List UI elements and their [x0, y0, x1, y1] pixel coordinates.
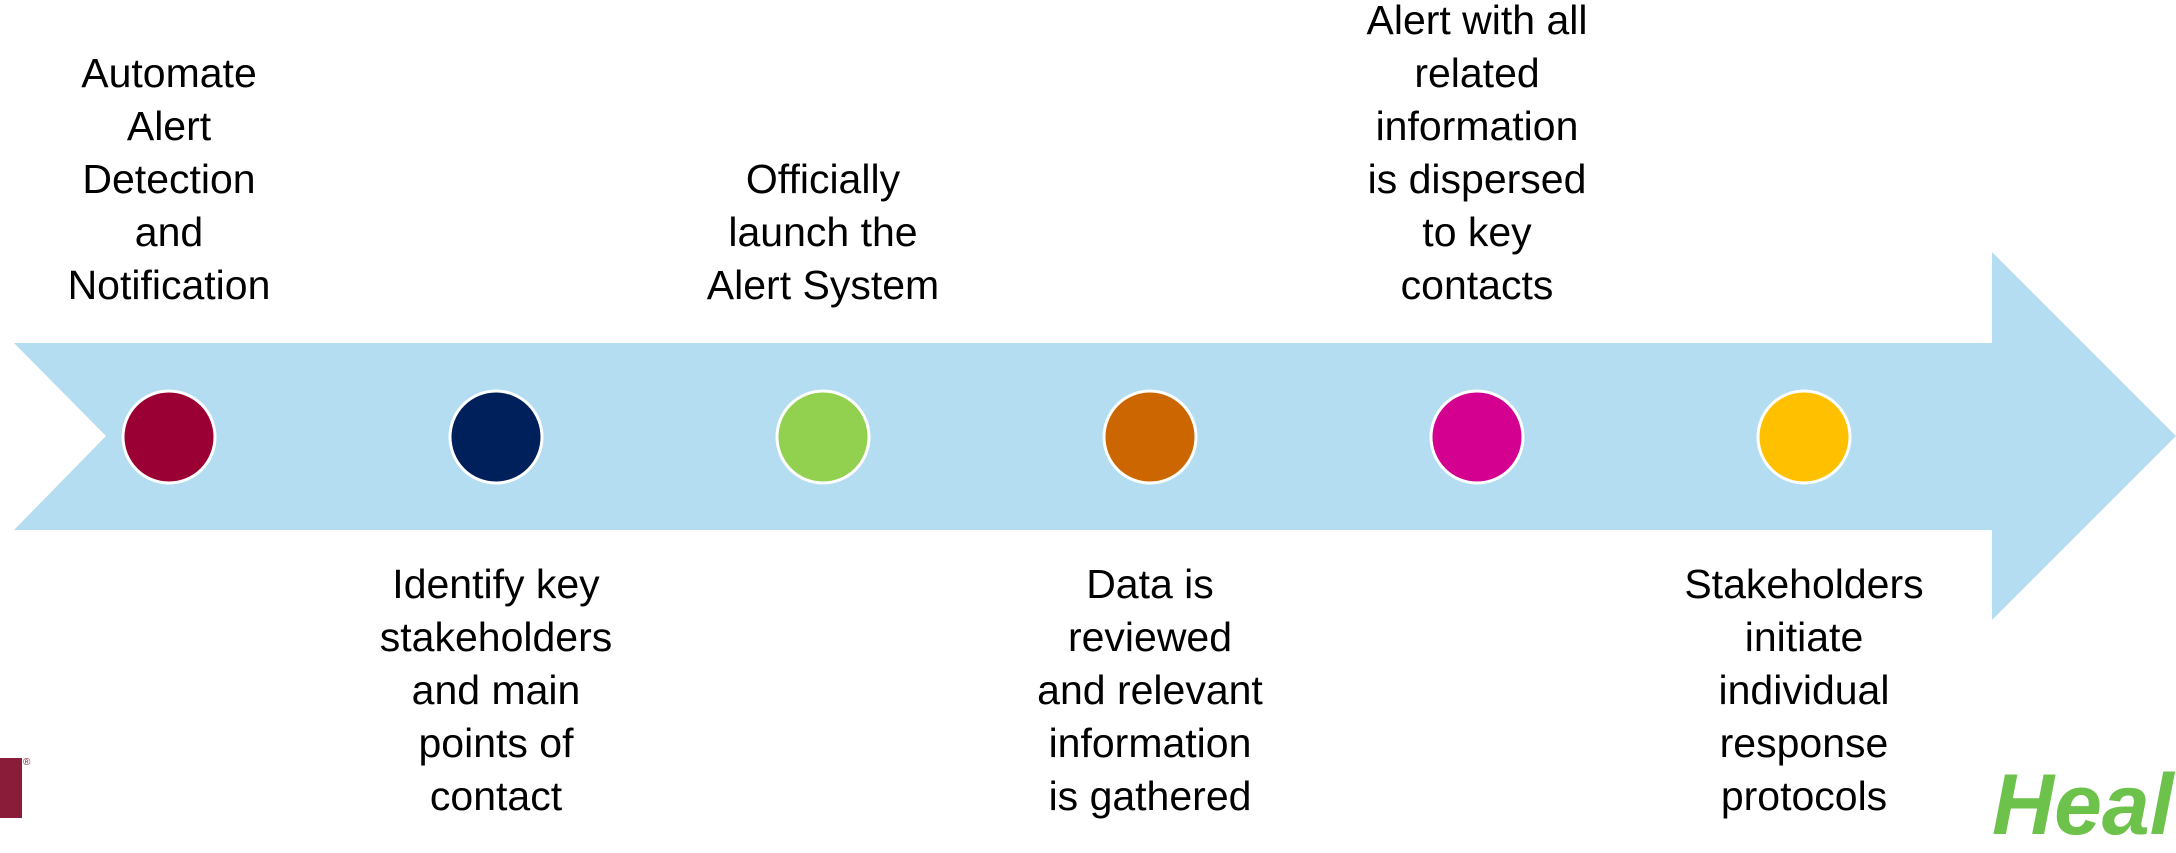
step-label-5: Alert with all related information is di… — [1366, 0, 1588, 308]
registered-mark: ® — [23, 757, 31, 768]
timeline-diagram — [14, 252, 2176, 620]
left-logo-mark — [0, 758, 22, 818]
step-label-3: Officially launch the Alert System — [706, 156, 940, 308]
milestone-group — [121, 389, 1852, 485]
step-label-2: Identify key stakeholders and main point… — [379, 561, 613, 819]
milestone-circle-2 — [448, 389, 544, 485]
step-label-1: Automate Alert Detection and Notificatio… — [67, 50, 271, 308]
milestone-circle-1 — [121, 389, 217, 485]
milestone-circle-5 — [1429, 389, 1525, 485]
milestone-circle-6 — [1756, 389, 1852, 485]
timeline-arrow — [14, 252, 2176, 620]
step-label-6: Stakeholders initiate individual respons… — [1684, 561, 1924, 819]
milestone-circle-4 — [1102, 389, 1198, 485]
right-logo-text: Heal — [1992, 757, 2174, 853]
milestone-circle-3 — [775, 389, 871, 485]
step-label-4: Data is reviewed and relevant informatio… — [1037, 561, 1263, 819]
